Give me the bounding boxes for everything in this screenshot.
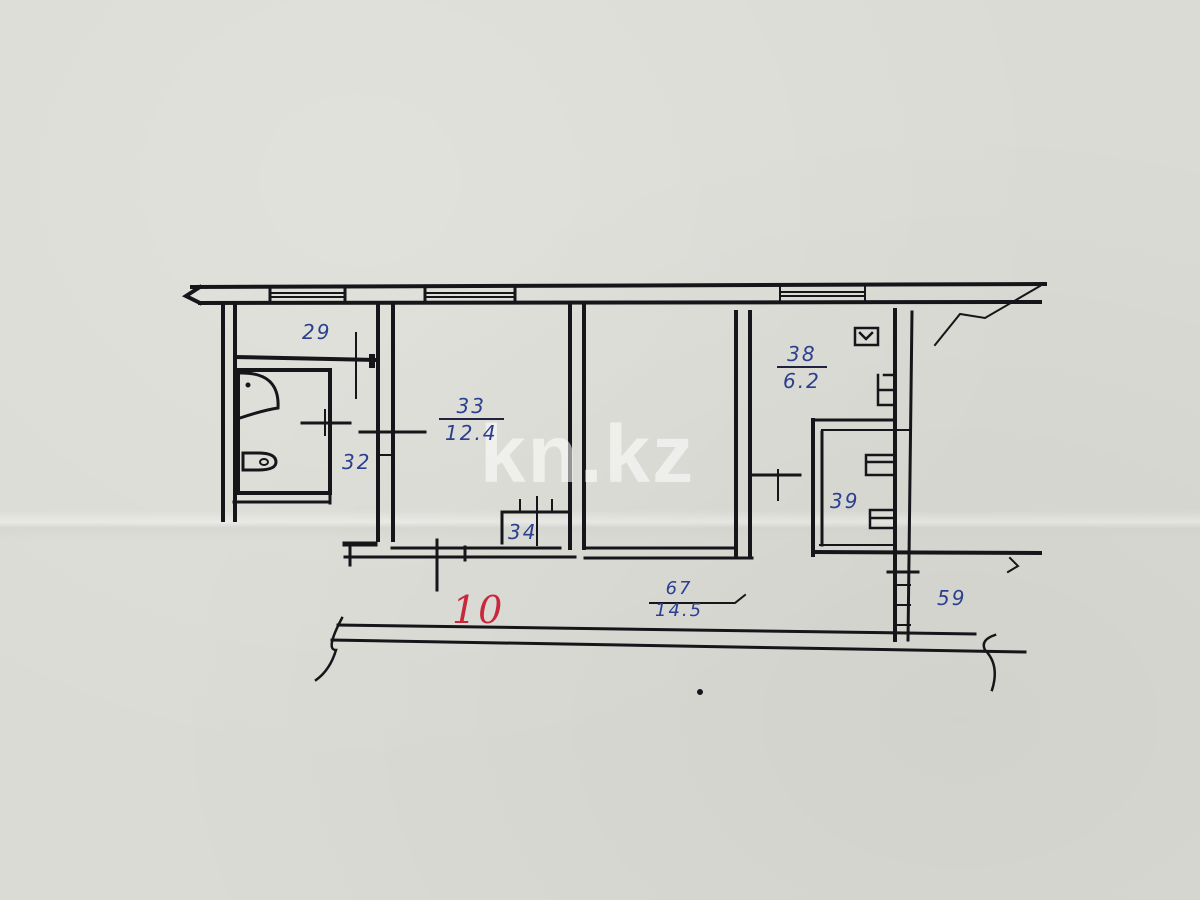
bathroom-walls [232,368,352,505]
interior-wall-bottom [342,538,754,592]
wall-kitchen-left [734,310,802,558]
room-number: 38 [787,342,817,366]
apartment-number: 10 [452,588,505,632]
wall-bath-living [358,303,427,542]
room-number: 33 [456,394,486,418]
wall-living-right [568,303,586,550]
room-label-living-33: 33 12.4 [439,394,504,445]
exterior-wall-top [181,281,1048,306]
room-number: 67 [665,578,693,599]
kitchen-fixtures [853,326,896,530]
room-label-pantry-39: 39 [830,489,860,513]
closet-29-wall [232,354,378,363]
shaft-walls [886,308,920,642]
room-area: 12.4 [445,421,498,445]
room-area: 14.5 [655,600,704,621]
room-label-closet-34: 34 [508,520,538,544]
exterior-wall-bottom [314,616,1027,692]
room-label-closet-29: 29 [302,320,332,344]
break-mark-mid-right [1006,556,1020,574]
fraction-bar [777,366,827,368]
closet-34-walls [500,496,570,546]
room-label-kitchen-38: 38 6.2 [777,342,827,393]
pantry-39-walls [810,418,1043,557]
left-wall [221,301,237,522]
watermark-text: kn.kz [480,409,696,500]
room-label-bathroom-32: 32 [342,450,372,474]
paper-fold-crease [0,510,1200,540]
break-line-top-right [933,284,1042,347]
room-label-59: 59 [937,586,967,610]
fraction-bar [439,418,504,420]
room-area: 6.2 [783,369,821,393]
room-label-corridor-67: 67 14.5 [655,580,703,620]
